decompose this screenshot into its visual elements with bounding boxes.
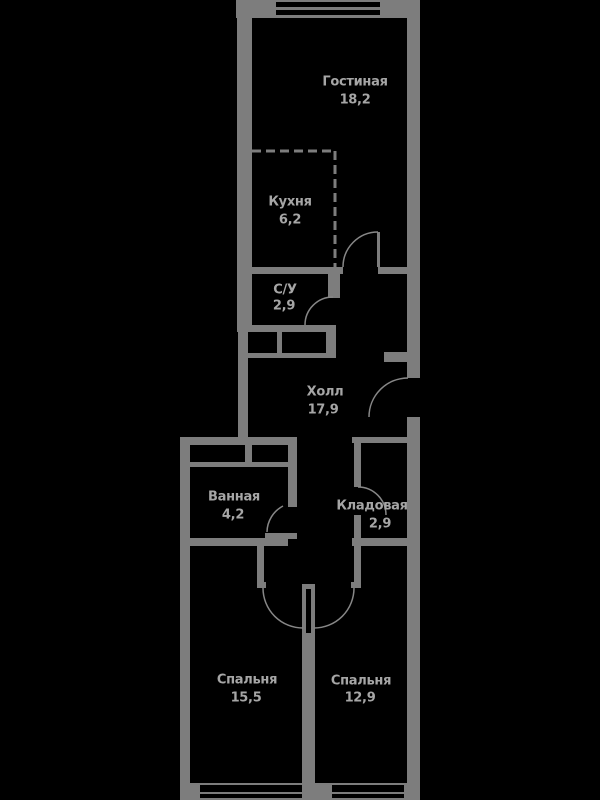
room-label-gostinaya-name: Гостиная bbox=[322, 74, 388, 90]
wall-segment bbox=[180, 437, 190, 800]
wall-segment bbox=[354, 443, 361, 487]
room-label-kladovaya-area: 2,9 bbox=[368, 516, 392, 532]
window-glass bbox=[200, 785, 302, 792]
room-label-su-area: 2,9 bbox=[272, 298, 296, 314]
room-label-spalnya-2-name: Спальня bbox=[330, 673, 392, 689]
wall-segment bbox=[328, 274, 340, 298]
door-swing-arc bbox=[266, 505, 284, 533]
wall-segment bbox=[288, 445, 297, 507]
door-swing-arc bbox=[304, 296, 334, 326]
wall-segment bbox=[407, 417, 420, 800]
windows bbox=[200, 2, 404, 798]
duct-shaft-divider bbox=[245, 445, 252, 467]
wall-segment bbox=[378, 267, 407, 274]
wall-segment bbox=[180, 437, 297, 445]
room-label-kuhnya-area: 6,2 bbox=[278, 212, 302, 228]
door-leaf bbox=[265, 533, 297, 539]
wall-segment bbox=[252, 267, 343, 274]
wall-segment bbox=[257, 546, 264, 582]
room-label-kuhnya-name: Кухня bbox=[268, 194, 312, 210]
duct-shaft-edge bbox=[238, 353, 330, 358]
kitchen-zone-boundary bbox=[252, 149, 337, 268]
door-jamb bbox=[351, 582, 361, 588]
wall-segment bbox=[354, 546, 361, 582]
window-glass bbox=[332, 785, 404, 792]
window-glass bbox=[332, 794, 404, 798]
room-label-vannaya-name: Ванная bbox=[208, 489, 260, 505]
room-label-spalnya-2-area: 12,9 bbox=[344, 690, 376, 706]
wall-segment bbox=[354, 515, 361, 538]
window-glass bbox=[276, 2, 380, 7]
door-arcs bbox=[262, 231, 409, 629]
door-swing-arc bbox=[357, 486, 387, 516]
duct-shaft-edge bbox=[189, 462, 297, 467]
door-swing-arc bbox=[313, 587, 355, 629]
room-label-holl-area: 17,9 bbox=[307, 402, 339, 418]
room-label-su-name: С/У bbox=[273, 282, 297, 298]
duct-shaft-divider bbox=[277, 332, 282, 353]
room-label-spalnya-1-area: 15,5 bbox=[230, 690, 262, 706]
wall-segment bbox=[352, 538, 420, 546]
door-swing-arc bbox=[368, 377, 409, 418]
door-swing-arc bbox=[262, 587, 304, 629]
door-leaf bbox=[377, 232, 380, 267]
wall-segment bbox=[240, 325, 336, 332]
wall-segment bbox=[384, 352, 407, 362]
room-label-kladovaya-name: Кладовая bbox=[336, 498, 408, 514]
wall-segment bbox=[407, 0, 420, 378]
wall-segment bbox=[311, 584, 315, 633]
room-label-spalnya-1-name: Спальня bbox=[216, 672, 278, 688]
window-glass bbox=[200, 794, 302, 798]
wall-segment bbox=[302, 584, 306, 633]
duct-shaft-edge bbox=[326, 332, 336, 358]
wall-segment bbox=[180, 538, 288, 546]
wall-segment bbox=[238, 332, 248, 443]
wall-segment bbox=[352, 437, 420, 443]
wall-segment bbox=[237, 0, 252, 332]
room-label-vannaya-area: 4,2 bbox=[221, 507, 245, 523]
window-glass bbox=[276, 10, 380, 15]
room-label-holl-name: Холл bbox=[306, 384, 344, 400]
wall-segment bbox=[302, 584, 315, 589]
room-label-gostinaya-area: 18,2 bbox=[339, 92, 371, 108]
door-jamb bbox=[257, 582, 266, 588]
wall-segment bbox=[302, 633, 315, 783]
door-swing-arc bbox=[342, 231, 379, 268]
